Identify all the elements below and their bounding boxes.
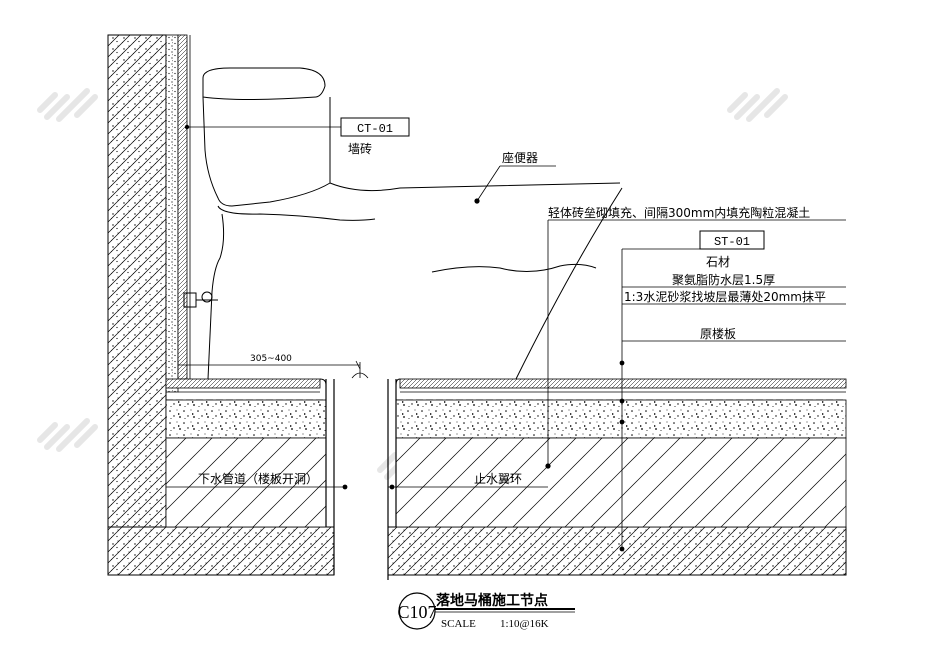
ct01-tag-box: [340, 117, 410, 137]
st01-tag: ST-01: [714, 235, 750, 249]
wall-tile-layer: [177, 34, 188, 380]
left-floor-tile: [165, 378, 321, 389]
stone-label: 石材: [706, 255, 730, 269]
waterproof-label: 聚氨脂防水层1.5厚: [672, 272, 775, 287]
left-screed: [165, 399, 327, 439]
ct01-tag: CT-01: [357, 122, 393, 136]
bottom-slab-right: [387, 526, 847, 576]
wall-plaster-layer: [165, 34, 179, 393]
title-block: C107 落地马桶施工节点 SCALE 1:10@16K: [397, 592, 575, 630]
toilet-outline: [183, 67, 623, 380]
mortar-label: 1:3水泥砂浆找坡层最薄处20mm抹平: [624, 289, 826, 304]
drain-pipe: [319, 378, 401, 580]
title-code-circle: [398, 592, 436, 630]
water-stop-label: 止水翼环: [474, 472, 522, 486]
right-fill-layer: [395, 437, 847, 528]
title-code: C107: [397, 602, 436, 622]
st01-tag-box: [699, 230, 765, 250]
drain-pipe-label: 下水管道（楼板开洞）: [198, 471, 318, 486]
title-text: 落地马桶施工节点: [436, 592, 548, 609]
leader-lines: [166, 126, 846, 549]
dimension-label: 305~400: [250, 354, 292, 364]
leader-dots: [184, 124, 625, 552]
ct01-description: 墙砖: [348, 141, 372, 156]
toilet-label: 座便器: [502, 150, 538, 165]
fill-note-label: 轻体砖垒砌填充、间隔300mm内填充陶粒混凝土: [548, 205, 810, 220]
left-fill-layer: [165, 437, 327, 528]
right-screed: [395, 399, 847, 439]
left-wall: [107, 34, 167, 528]
bottom-slab-left: [107, 526, 335, 576]
slab-label: 原楼板: [700, 326, 736, 341]
scale-value: 1:10@16K: [500, 618, 549, 630]
scale-label: SCALE: [441, 618, 476, 630]
right-floor-tile: [399, 378, 847, 389]
